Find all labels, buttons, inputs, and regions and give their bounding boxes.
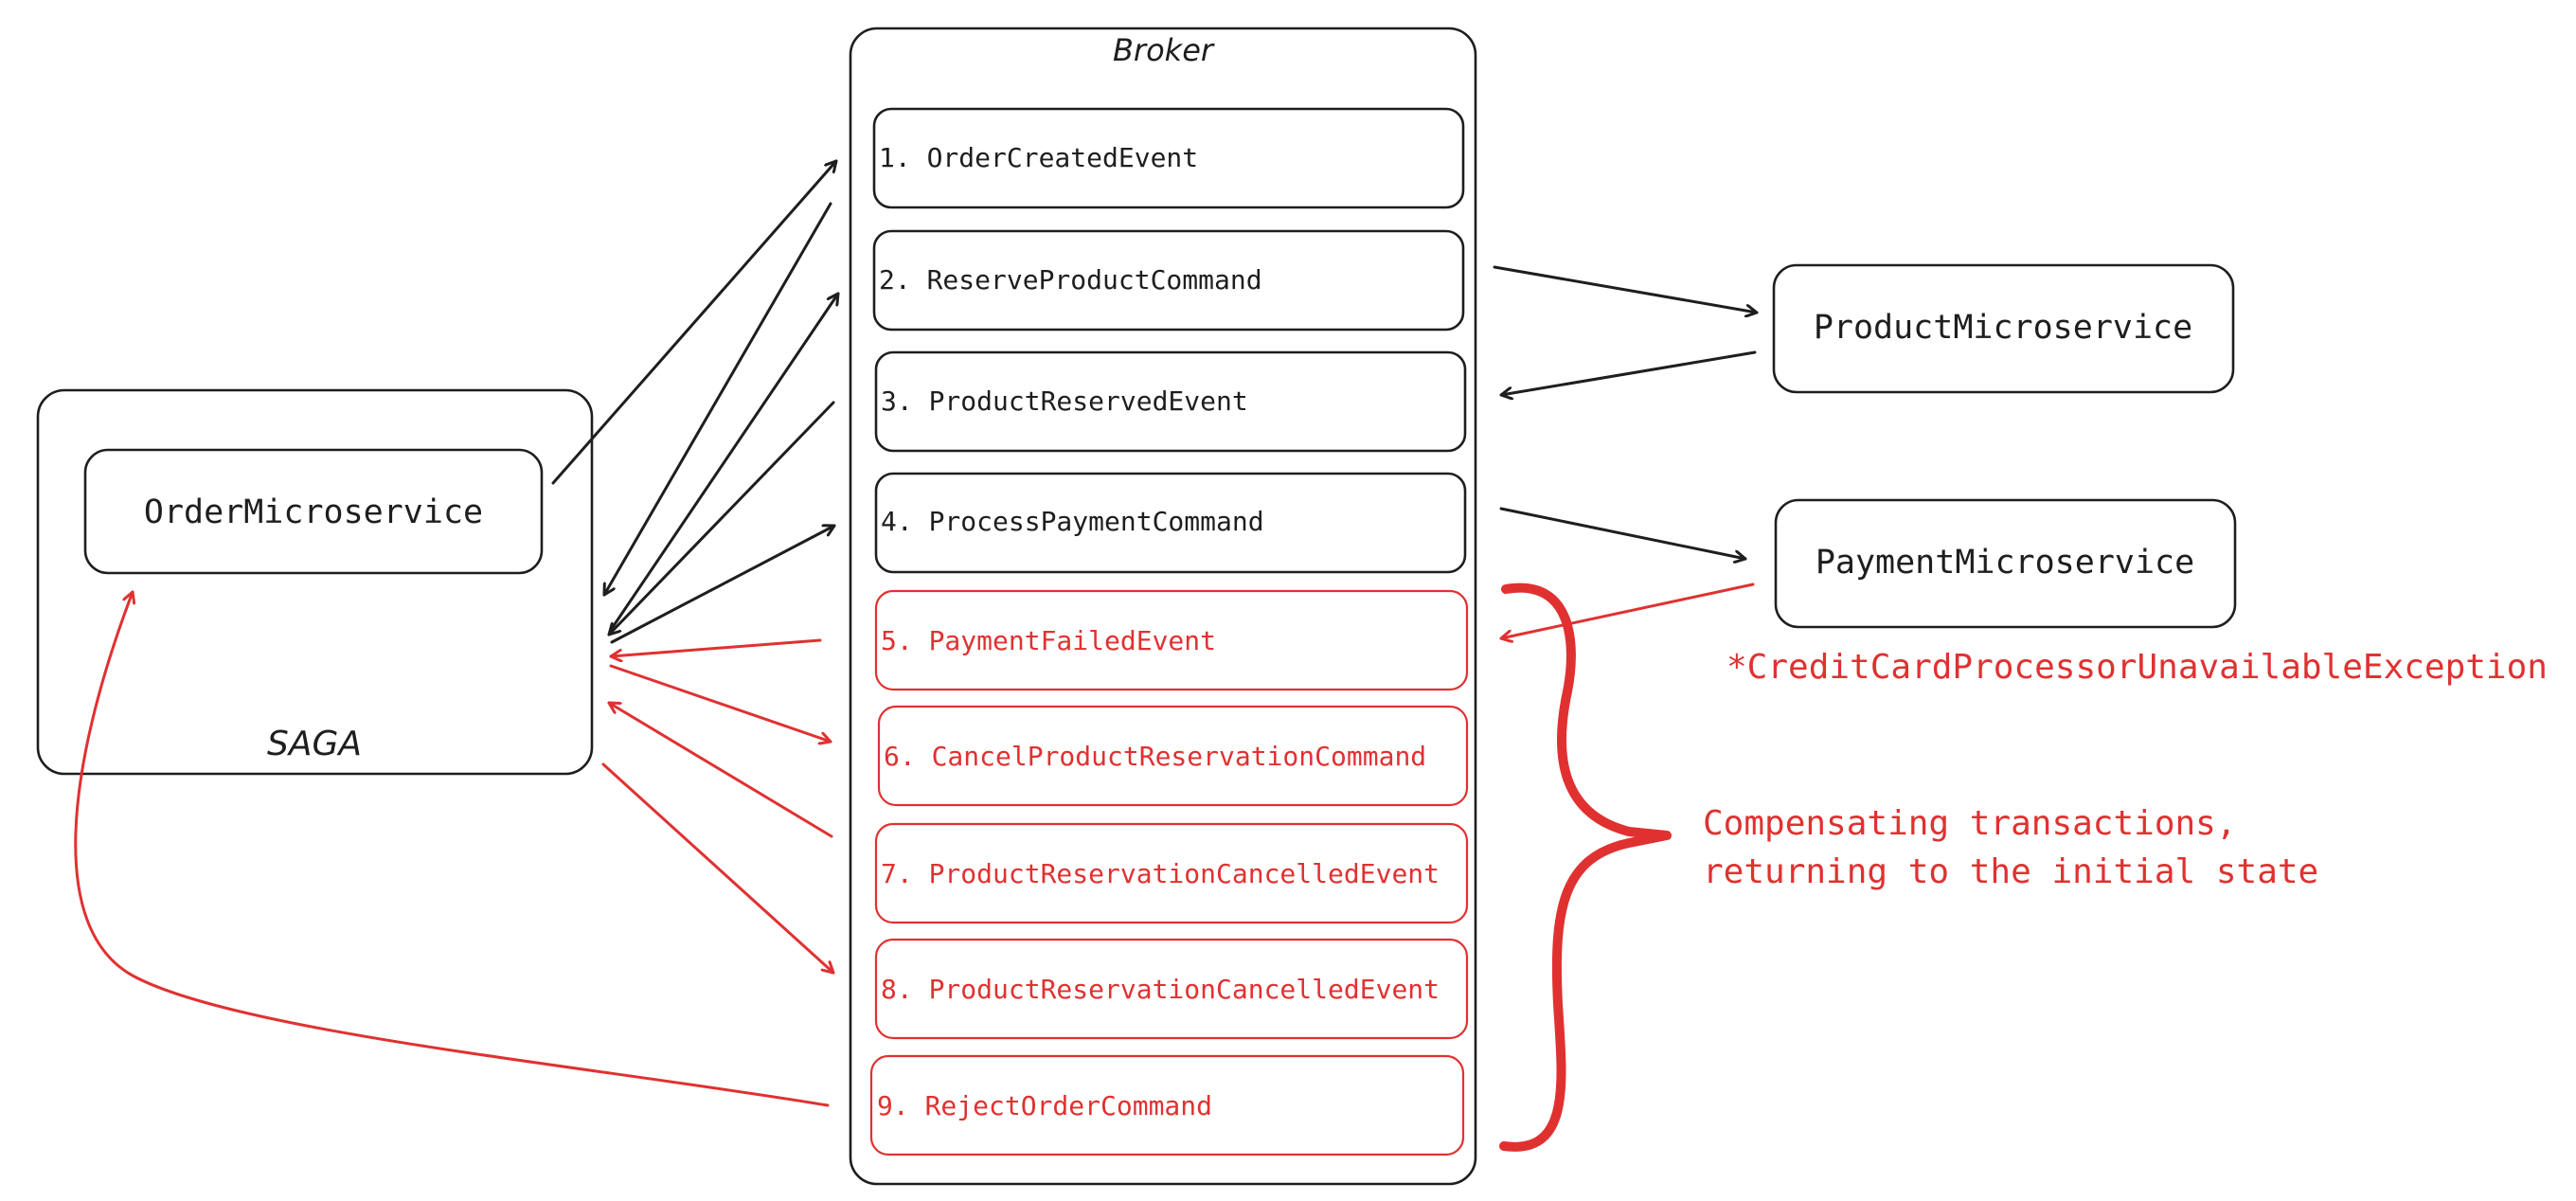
arrow-saga-to-msg4 (610, 526, 836, 644)
exception-annotation: *CreditCardProcessorUnavailableException (1726, 648, 2548, 687)
product-microservice-label: ProductMicroservice (1814, 309, 2192, 347)
arrow-saga-to-msg8 (601, 762, 835, 975)
message-9: 9. RejectOrderCommand (869, 1054, 1465, 1156)
arrow-saga-to-msg2 (609, 292, 840, 632)
message-5: 5. PaymentFailedEvent (874, 589, 1469, 691)
message-7: 7. ProductReservationCancelledEvent (874, 822, 1469, 924)
saga-label: SAGA (267, 725, 362, 763)
compensating-annotation-line-1: Compensating transactions, (1703, 804, 2237, 843)
arrow-msg3-to-saga (607, 401, 835, 636)
payment-microservice-box: PaymentMicroservice (1774, 498, 2237, 629)
message-1: 1. OrderCreatedEvent (872, 107, 1465, 209)
message-3-label: 3. ProductReservedEvent (881, 385, 1248, 417)
message-8: 8. ProductReservationCancelledEvent (874, 938, 1469, 1040)
message-7-label: 7. ProductReservationCancelledEvent (881, 858, 1440, 889)
message-3: 3. ProductReservedEvent (874, 350, 1467, 453)
order-microservice-box: OrderMicroservice (83, 448, 544, 575)
broker-title: Broker (1113, 32, 1215, 68)
payment-microservice-label: PaymentMicroservice (1816, 544, 2194, 582)
arrow-msg7-to-saga (607, 701, 833, 838)
order-microservice-label: OrderMicroservice (144, 493, 483, 531)
compensating-brace (1499, 583, 1672, 1152)
arrow-order-to-msg1 (551, 159, 838, 485)
message-4-label: 4. ProcessPaymentCommand (881, 506, 1264, 537)
arrow-msg1-to-saga (602, 202, 832, 597)
message-2: 2. ReserveProductCommand (872, 229, 1465, 332)
arrow-product-to-msg3 (1499, 350, 1757, 395)
message-4: 4. ProcessPaymentCommand (874, 472, 1467, 574)
arrow-msg5-to-saga (609, 638, 822, 656)
message-1-label: 1. OrderCreatedEvent (879, 142, 1198, 173)
message-6: 6. CancelProductReservationCommand (877, 705, 1469, 807)
arrow-msg4-to-payment (1499, 507, 1747, 559)
message-2-label: 2. ReserveProductCommand (879, 264, 1262, 296)
arrow-saga-to-msg6 (609, 664, 832, 742)
arrow-msg2-to-product (1493, 265, 1759, 313)
message-6-label: 6. CancelProductReservationCommand (884, 741, 1426, 772)
message-5-label: 5. PaymentFailedEvent (881, 625, 1216, 656)
arrow-msg9-to-order (74, 590, 830, 1107)
message-8-label: 8. ProductReservationCancelledEvent (881, 974, 1440, 1005)
product-microservice-box: ProductMicroservice (1772, 263, 2235, 394)
message-9-label: 9. RejectOrderCommand (877, 1090, 1212, 1121)
arrow-payment-to-msg5 (1499, 583, 1755, 638)
compensating-annotation-line-2: returning to the initial state (1703, 852, 2318, 891)
saga-container: SAGA (36, 388, 594, 776)
